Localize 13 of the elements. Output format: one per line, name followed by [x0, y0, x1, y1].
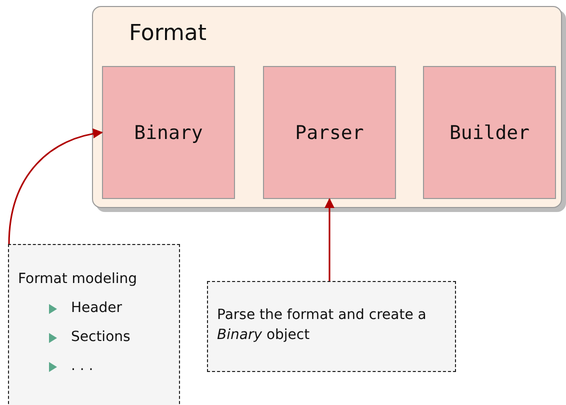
arrow [8, 128, 103, 244]
group-title: Format [129, 21, 207, 46]
arrow [324, 198, 334, 281]
note-box [207, 281, 456, 372]
component-box: Parser [263, 66, 396, 199]
note-box [8, 244, 180, 405]
list-item: Header [71, 300, 122, 316]
list-item: Sections [71, 329, 130, 345]
note-heading: Format modeling [18, 271, 138, 287]
component-box: Binary [102, 66, 235, 199]
list-item: . . . [71, 358, 94, 374]
note-text: Parse the format and create a Binary object [217, 306, 428, 345]
component-box: Builder [423, 66, 556, 199]
